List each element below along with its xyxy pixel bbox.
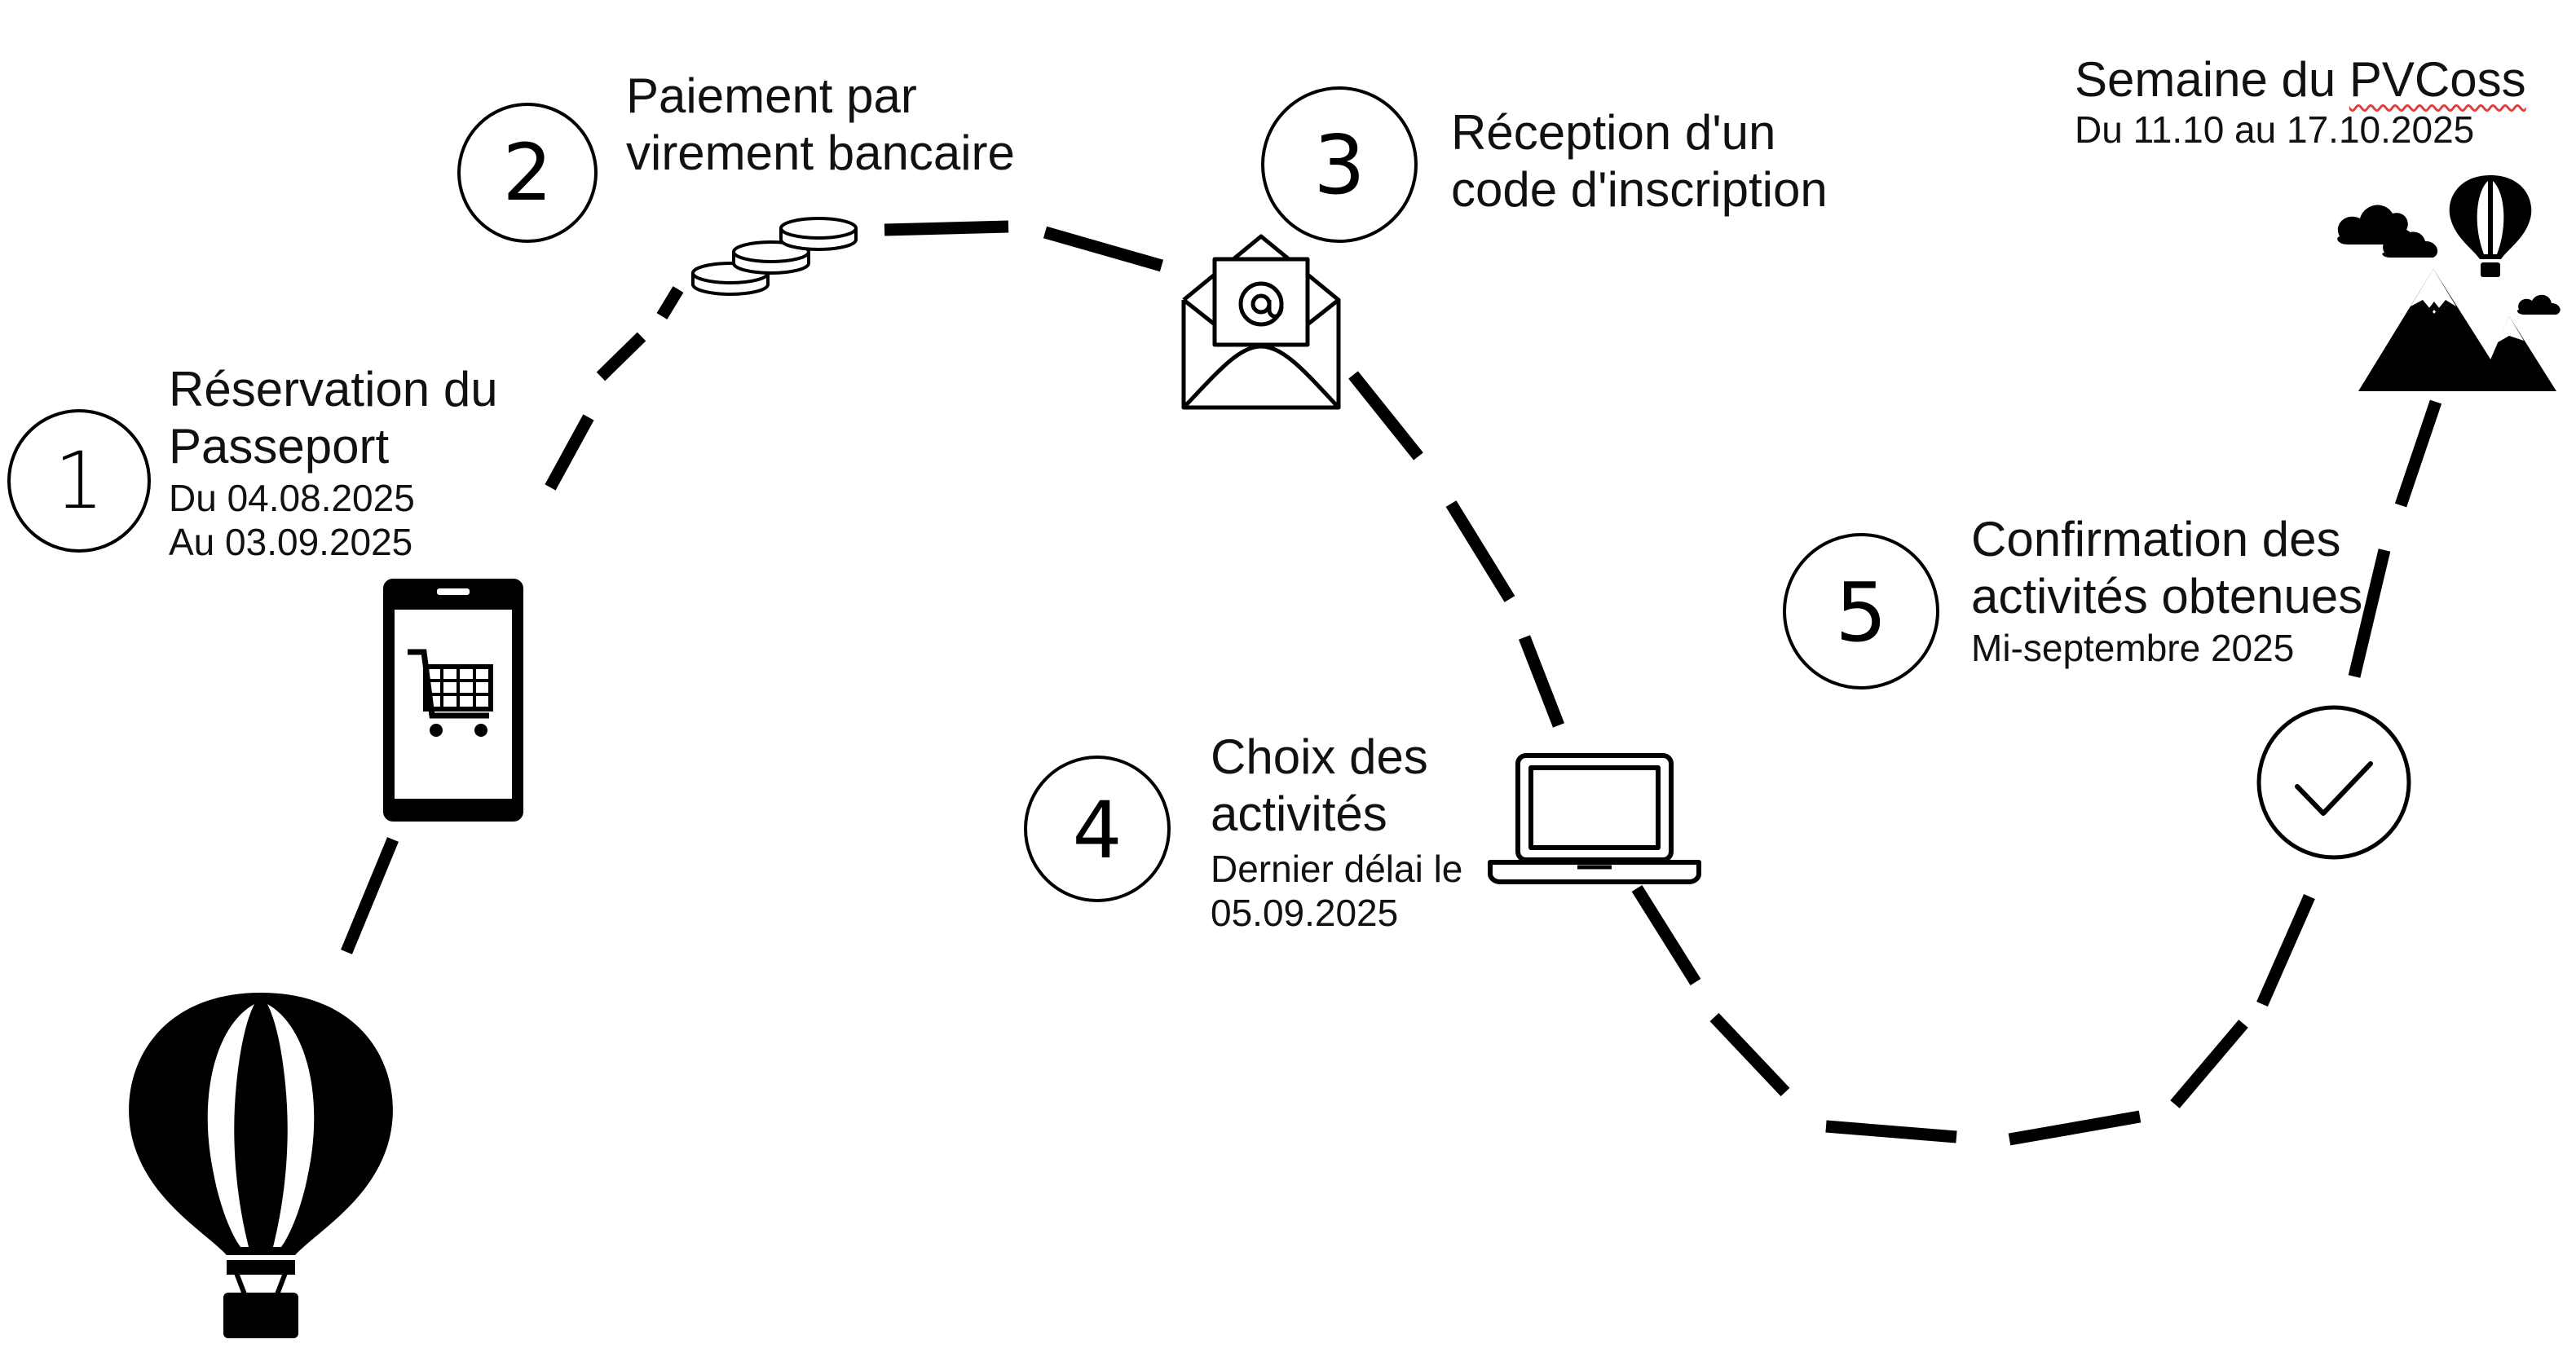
- step-5-detail-line1: Mi-septembre 2025: [1971, 627, 2295, 670]
- smartphone-cart-icon: [383, 579, 523, 822]
- goal-title: Semaine du PVCoss: [2075, 51, 2526, 108]
- step-4-detail-line1: Dernier délai le: [1211, 848, 1463, 891]
- step-3-title-line1: Réception d'un: [1451, 105, 1776, 160]
- step-2-title-line2: virement bancaire: [626, 126, 1015, 181]
- step-1-title-line2: Passeport: [169, 419, 390, 474]
- step-3-number-circle: 3: [1261, 86, 1418, 243]
- step-3-title-line2: code d'inscription: [1451, 162, 1828, 218]
- hot-air-balloon-icon: [129, 993, 393, 1338]
- step-2-title-line1: Paiement par: [626, 68, 917, 123]
- step-1-number-circle: 1: [7, 409, 151, 553]
- step-5-label: Confirmation des activités obtenues Mi-s…: [1971, 511, 2362, 671]
- step-2-number: 2: [502, 127, 552, 218]
- step-4-label: Choix des activités Dernier délai le 05.…: [1211, 729, 1462, 936]
- goal-title-prefix: Semaine du: [2075, 52, 2349, 107]
- step-1-title-line1: Réservation du: [169, 362, 498, 416]
- step-5-title-line2: activités obtenues: [1971, 569, 2363, 624]
- check-circle-icon: [2256, 705, 2411, 860]
- step-3-number: 3: [1313, 117, 1365, 213]
- step-1-label: Réservation du Passeport Du 04.08.2025 A…: [169, 361, 498, 565]
- envelope-at-icon: [1181, 234, 1341, 410]
- step-5-number-circle: 5: [1783, 533, 1939, 690]
- step-4-title-line1: Choix des: [1211, 729, 1428, 784]
- mountain-balloon-icon: [2337, 175, 2561, 391]
- laptop-icon: [1488, 753, 1701, 884]
- step-4-detail-line2: 05.09.2025: [1211, 892, 1399, 935]
- step-5-number: 5: [1835, 565, 1887, 660]
- step-1-number: 1: [54, 435, 104, 526]
- goal-title-brand: PVCoss: [2349, 52, 2526, 107]
- goal-detail: Du 11.10 au 17.10.2025: [2075, 108, 2475, 152]
- step-4-number-circle: 4: [1024, 756, 1171, 902]
- coins-icon: [691, 217, 858, 296]
- step-4-title-line2: activités: [1211, 786, 1387, 842]
- step-2-label: Paiement par virement bancaire: [626, 68, 1015, 182]
- goal-label: Semaine du PVCoss Du 11.10 au 17.10.2025: [2075, 51, 2526, 152]
- dashed-path: [341, 220, 2442, 1146]
- step-4-number: 4: [1072, 785, 1122, 876]
- step-3-label: Réception d'un code d'inscription: [1451, 104, 1828, 218]
- step-1-detail-line1: Du 04.08.2025: [169, 477, 415, 520]
- step-5-title-line1: Confirmation des: [1971, 512, 2341, 566]
- step-2-number-circle: 2: [457, 103, 598, 243]
- step-1-detail-line2: Au 03.09.2025: [169, 521, 413, 564]
